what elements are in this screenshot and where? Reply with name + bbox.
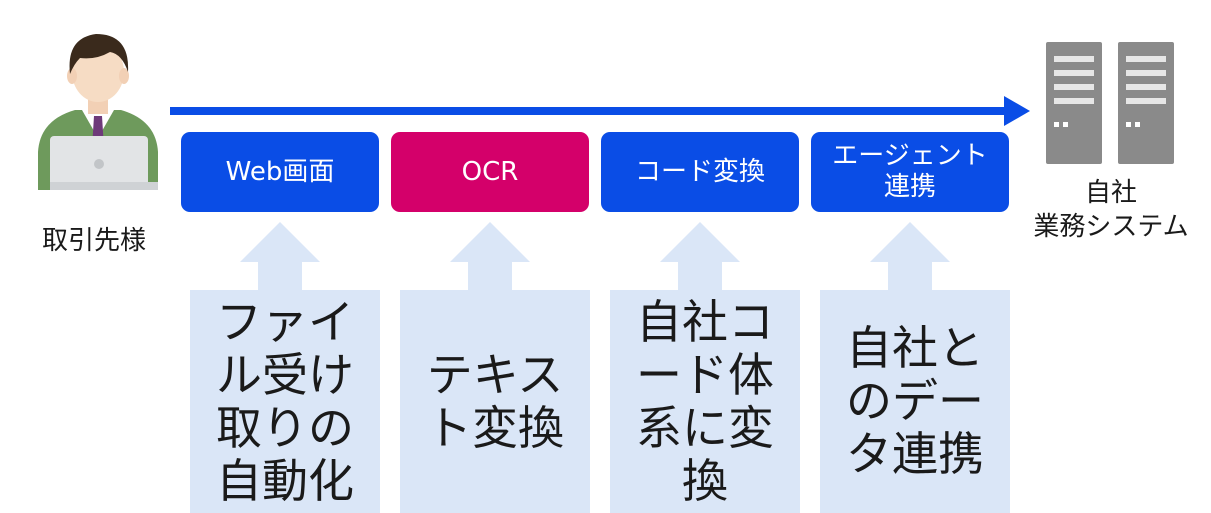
customer-label: 取引先様 [41, 226, 146, 256]
system-label: 自社 業務システム [1033, 178, 1189, 242]
step-code-conversion: コード変換 [601, 132, 799, 212]
up-arrow-4 [870, 222, 950, 292]
step-agent-integration: エージェント 連携 [811, 132, 1009, 212]
server-icon [1046, 42, 1174, 164]
desc-code-system-conversion: 自社コード体系に変換 [610, 290, 800, 513]
up-arrow-2 [450, 222, 530, 292]
person-with-laptop-icon [38, 34, 158, 190]
desc-file-receipt-automation: ファイル受け取りの自動化 [190, 290, 380, 513]
desc-data-integration: 自社とのデータ連携 [820, 290, 1010, 513]
up-arrow-3 [660, 222, 740, 292]
desc-text-conversion: テキスト変換 [400, 290, 590, 513]
step-ocr: OCR [391, 132, 589, 212]
up-arrow-1 [240, 222, 320, 292]
step-web-screen: Web画面 [181, 132, 379, 212]
